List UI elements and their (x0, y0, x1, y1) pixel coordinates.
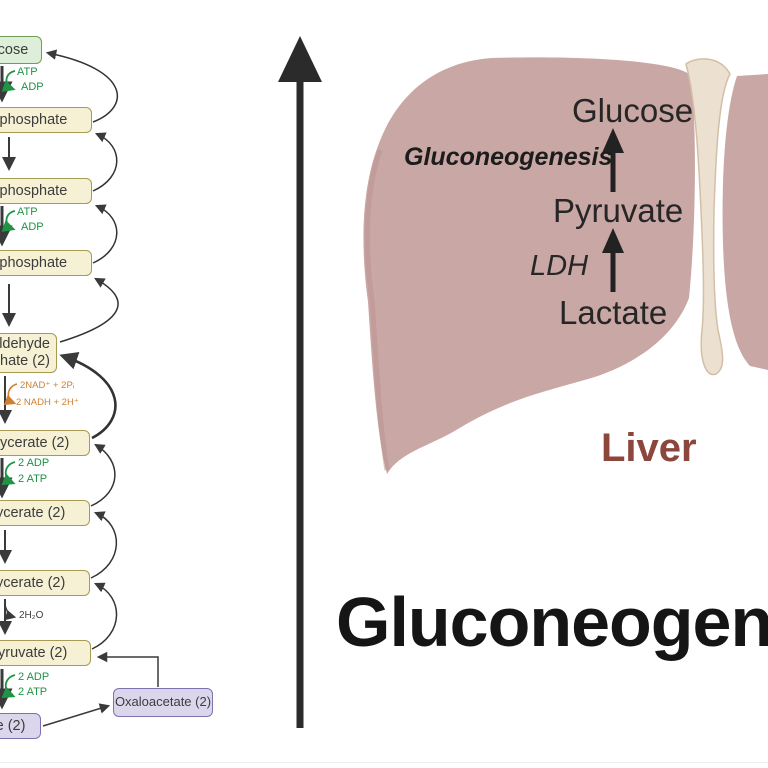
cofactor-atp-3: 2 ATP (18, 473, 48, 485)
cofactor-h2o: 2H₂O (19, 610, 44, 621)
cofactor-adp-4: 2 ADP (18, 671, 50, 683)
gluconeogenesis-return-curves (45, 49, 119, 650)
pathway-box-3-phosphoglycerate: glycerate (2) (0, 500, 90, 526)
pathway-box-bisphosphate: bisphosphate (0, 250, 92, 276)
cofactor-atp-4: 2 ATP (18, 686, 48, 698)
pathway-box-label: Oxaloacetate (2) (114, 694, 212, 710)
pathway-box-label: glycerate (2) (0, 574, 66, 591)
pathway-box-glucose-label: cose (0, 41, 29, 58)
liver-reaction-arrows (602, 128, 624, 292)
liver-left-lobe-shading (364, 149, 390, 471)
pathway-box-label-line2: phate (2) (0, 353, 50, 369)
oxaloacetate-connectors (42, 651, 159, 727)
pathway-box-glucose-6-phosphate: -phosphate (0, 107, 92, 133)
bottom-divider (0, 762, 768, 763)
liver-pyruvate-label: Pyruvate (553, 192, 684, 229)
cofactor-atp-2: ATP (17, 206, 38, 218)
pathway-box-label: -phosphate (0, 111, 68, 128)
pathway-box-pyruvate: ate (2) (0, 713, 41, 739)
falciform-ligament (685, 58, 731, 376)
cofactor-adp-3: 2 ADP (18, 457, 50, 469)
liver-glucose-label: Glucose (572, 92, 694, 129)
pathway-box-bisphosphoglycerate: oglycerate (2) (0, 430, 90, 456)
pathway-box-phosphoenolpyruvate: olpyruvate (2) (0, 640, 91, 666)
cofactor-nad: 2NAD⁺ + 2Pᵢ (20, 380, 75, 391)
liver-organ-label: Liver (601, 426, 697, 470)
cofactor-atp-1: ATP (17, 66, 38, 78)
cofactor-adp-2: ADP (21, 221, 44, 233)
pathway-box-fructose-6-phosphate: -phosphate (0, 178, 92, 204)
pathway-box-label: glycerate (2) (0, 504, 66, 521)
liver-ldh-label: LDH (530, 250, 589, 282)
cofactor-adp-1: ADP (21, 81, 44, 93)
pathway-box-label: olpyruvate (2) (0, 644, 68, 661)
cofactor-nadh: 2 NADH + 2H⁺ (16, 397, 79, 408)
page-title: Gluconeogenesis (336, 583, 768, 661)
liver-gluconeogenesis-label: Gluconeogenesis (404, 143, 613, 171)
pathway-box-glucose: cose (0, 36, 42, 64)
big-up-arrow (278, 36, 322, 728)
pathway-box-label: ate (2) (0, 717, 26, 734)
liver-right-lobe (722, 74, 768, 370)
pathway-box-glyceraldehyde-phosphate: ldehyde phate (2) (0, 333, 57, 373)
liver-lactate-label: Lactate (559, 294, 668, 331)
pathway-box-label: oglycerate (2) (0, 434, 70, 451)
pathway-box-label: -phosphate (0, 182, 68, 199)
cofactor-arrows (1, 70, 18, 699)
pathway-box-2-phosphoglycerate: glycerate (2) (0, 570, 90, 596)
pathway-box-label: bisphosphate (0, 254, 68, 271)
pathway-box-label-line1: ldehyde (0, 336, 50, 353)
pathway-box-oxaloacetate: Oxaloacetate (2) (113, 688, 213, 717)
